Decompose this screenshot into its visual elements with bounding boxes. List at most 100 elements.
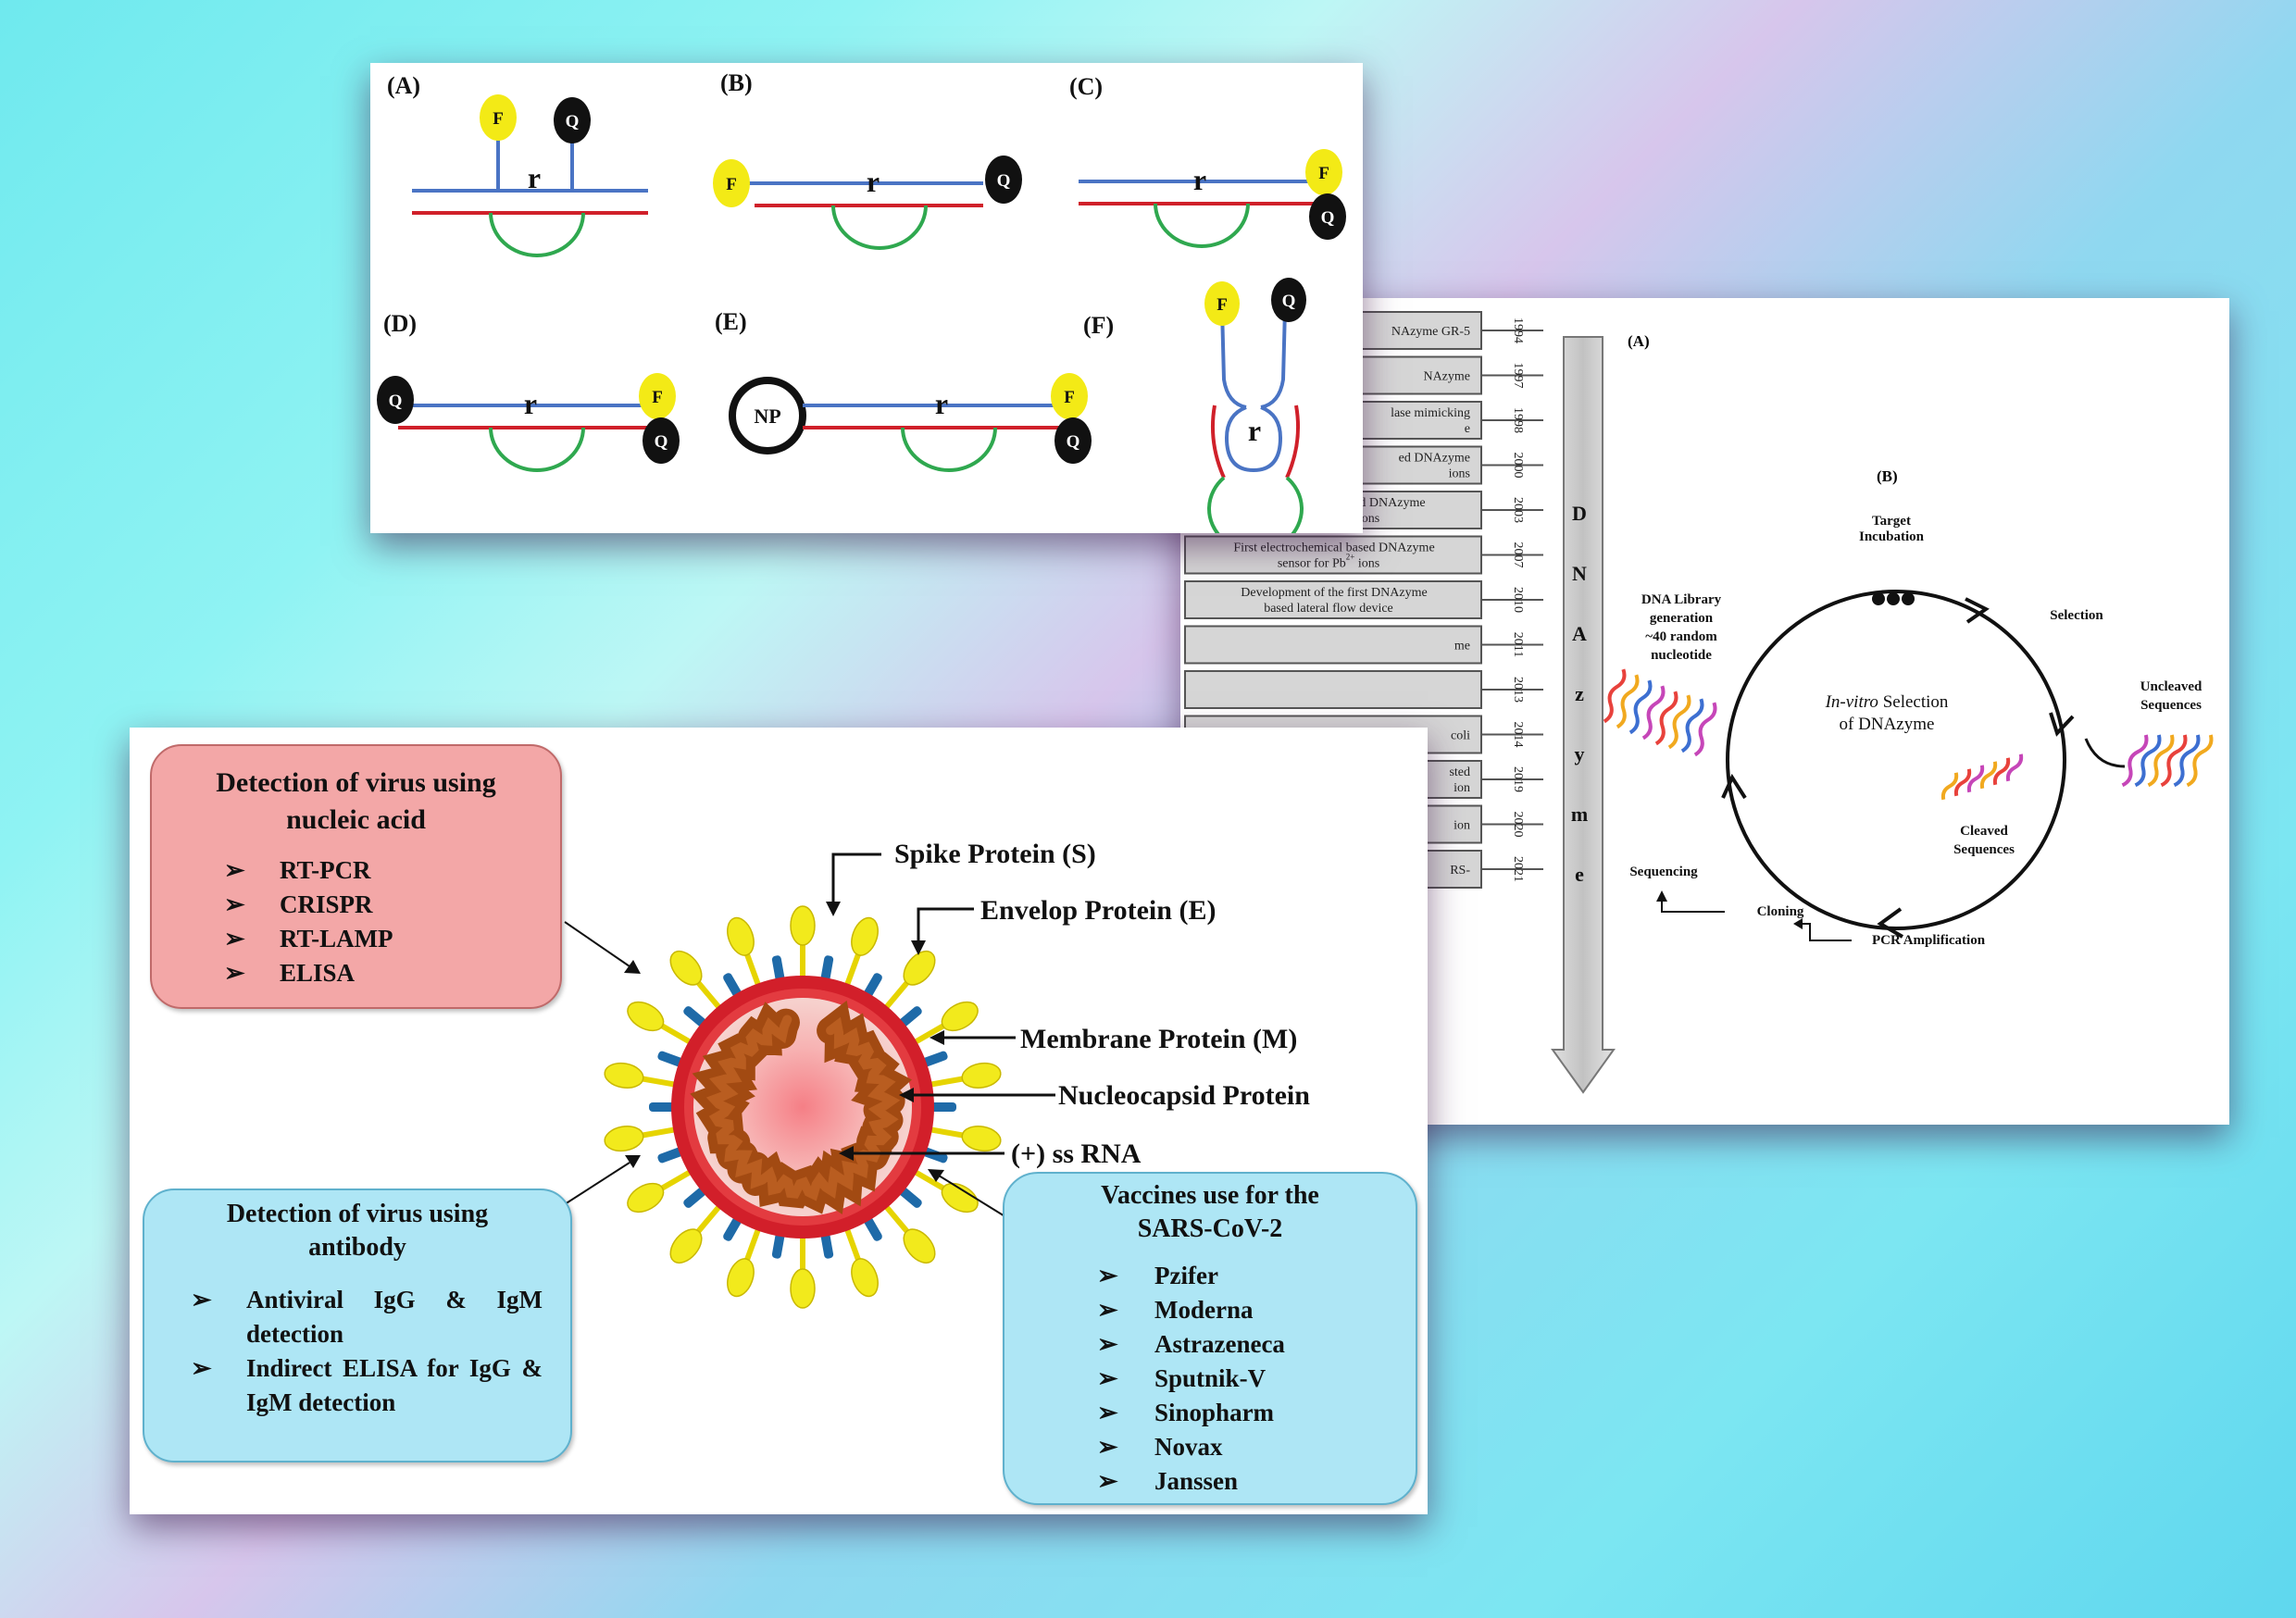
svg-text:Q: Q — [566, 112, 580, 131]
envelope-protein — [820, 1230, 834, 1259]
timeline-year: 1997 — [1511, 363, 1525, 389]
spike-protein — [627, 1001, 697, 1048]
design-e: NP F Q r — [729, 373, 1092, 472]
vaccine-item: ➢Novax — [1097, 1430, 1416, 1464]
spike-protein — [627, 1166, 697, 1214]
nucleic-item: ➢ELISA — [224, 956, 560, 990]
cloning-label: Cloning — [1757, 904, 1804, 919]
design-label-b: (B) — [720, 69, 753, 96]
envelope-protein — [683, 1006, 708, 1028]
antibody-item: ➢Indirect ELISA for IgG & IgM detection — [191, 1351, 543, 1420]
timeline-year: 2021 — [1511, 856, 1525, 882]
spike-protein — [669, 950, 726, 1014]
pcr-to-cloning-arrow — [1803, 923, 1852, 941]
nucleocapsid-coil — [690, 1000, 918, 1214]
design-b: F Q r — [713, 156, 1022, 250]
envelope-protein — [929, 1102, 956, 1112]
protein-pointers — [831, 853, 1055, 1155]
svg-text:Q: Q — [1282, 292, 1296, 311]
virus-illustration: Spike Protein (S) Envelop Protein (E) Me… — [564, 839, 1310, 1309]
timeline-year: 2013 — [1511, 677, 1525, 703]
envelope-protein — [863, 1214, 882, 1241]
svg-text:Q: Q — [1321, 208, 1335, 228]
bullet-arrow-icon: ➢ — [191, 1286, 212, 1313]
uncleaved-strands — [2121, 734, 2214, 788]
spike-protein — [924, 1125, 1002, 1152]
arrow-letter-d: D — [1572, 502, 1587, 525]
spike-protein — [790, 905, 816, 983]
svg-text:r: r — [935, 387, 948, 420]
svg-text:F: F — [1318, 164, 1329, 183]
spike-protein — [880, 1200, 936, 1264]
bullet-arrow-icon: ➢ — [1097, 1467, 1118, 1495]
timeline-text: sted — [1449, 765, 1470, 779]
uncleaved-label-2: Sequences — [2140, 698, 2202, 713]
svg-text:r: r — [524, 387, 537, 420]
timeline-text: ed DNAzyme — [1399, 452, 1470, 466]
nucleic-item: ➢RT-PCR — [224, 853, 560, 888]
cycle-center-label-2: of DNAzyme — [1840, 715, 1935, 734]
vaccine-item: ➢Astrazeneca — [1097, 1327, 1416, 1362]
nucleic-item: ➢RT-LAMP — [224, 922, 560, 956]
timeline-year: 2000 — [1511, 453, 1525, 479]
vaccine-item: ➢Sinopharm — [1097, 1396, 1416, 1430]
timeline-entry: 2013 — [1184, 670, 1543, 709]
bullet-arrow-icon: ➢ — [1097, 1399, 1118, 1426]
membrane-protein-label: Membrane Protein (M) — [1020, 1024, 1297, 1054]
envelope-protein — [863, 973, 882, 1000]
sensor-designs: (A) (B) (C) (D) (E) (F) F Q r — [377, 69, 1346, 554]
bullet-arrow-icon: ➢ — [1097, 1433, 1118, 1461]
uncleaved-curve — [2084, 738, 2126, 768]
nucleocapsid-protein-label: Nucleocapsid Protein — [1058, 1080, 1310, 1111]
svg-text:Q: Q — [655, 432, 668, 452]
spike-protein — [924, 1062, 1002, 1089]
envelope-protein — [920, 1146, 948, 1164]
cycle-arrow-bottom — [1877, 907, 1904, 939]
timeline-year: 2011 — [1511, 632, 1525, 657]
design-d: Q F Q r — [377, 373, 680, 472]
timeline-year: 2010 — [1511, 587, 1525, 613]
arrow-letter-e: e — [1575, 863, 1584, 886]
timeline-year: 1998 — [1511, 407, 1525, 433]
vaccine-item: ➢Moderna — [1097, 1293, 1416, 1327]
antibody-detection-box: Detection of virus using antibody ➢Antiv… — [143, 1189, 572, 1462]
timeline-text: me — [1454, 640, 1470, 653]
nucleic-item: ➢CRISPR — [224, 888, 560, 922]
library-label-2: generation — [1650, 611, 1714, 626]
design-label-c: (C) — [1069, 73, 1103, 100]
timeline-text: lase mimicking — [1391, 406, 1470, 420]
nucleic-acid-title: Detection of virus using nucleic acid — [216, 767, 496, 835]
svg-text:F: F — [1064, 388, 1075, 407]
spike-protein — [604, 1125, 681, 1152]
bullet-arrow-icon: ➢ — [1097, 1296, 1118, 1324]
antibody-list: ➢Antiviral IgG & IgM detection ➢Indirect… — [191, 1283, 543, 1420]
svg-text:r: r — [867, 165, 880, 198]
bullet-arrow-icon: ➢ — [224, 959, 245, 987]
sequencing-arrowhead — [1656, 890, 1667, 902]
envelope-protein — [771, 1230, 785, 1259]
ss-rna-label: (+) ss RNA — [1011, 1139, 1142, 1169]
svg-text:Q: Q — [389, 392, 403, 411]
svg-text:F: F — [726, 175, 737, 194]
arrow-letter-y: y — [1575, 742, 1585, 765]
design-a: F Q r — [412, 94, 648, 257]
vaccine-item: ➢Pzifer — [1097, 1259, 1416, 1293]
arrow-letter-m: m — [1571, 803, 1588, 826]
timeline-year: 2007 — [1511, 542, 1525, 568]
box-arrows — [564, 921, 1015, 1223]
target-dots — [1872, 592, 1915, 605]
cycle-arrow-right — [2049, 712, 2075, 737]
antibody-item: ➢Antiviral IgG & IgM detection — [191, 1283, 543, 1351]
bullet-arrow-icon: ➢ — [1097, 1262, 1118, 1289]
svg-text:F: F — [652, 388, 663, 407]
envelope-protein — [771, 955, 785, 984]
timeline-text: NAzyme GR-5 — [1391, 325, 1470, 339]
timeline-text: coli — [1451, 729, 1470, 743]
antibody-arrowhead — [625, 1155, 641, 1168]
timeline-year: 2019 — [1511, 766, 1525, 792]
timeline-text: Development of the first DNAzyme — [1241, 586, 1427, 600]
spike-protein-label: Spike Protein (S) — [894, 839, 1096, 869]
pcr-label: PCR Amplification — [1872, 933, 1986, 948]
